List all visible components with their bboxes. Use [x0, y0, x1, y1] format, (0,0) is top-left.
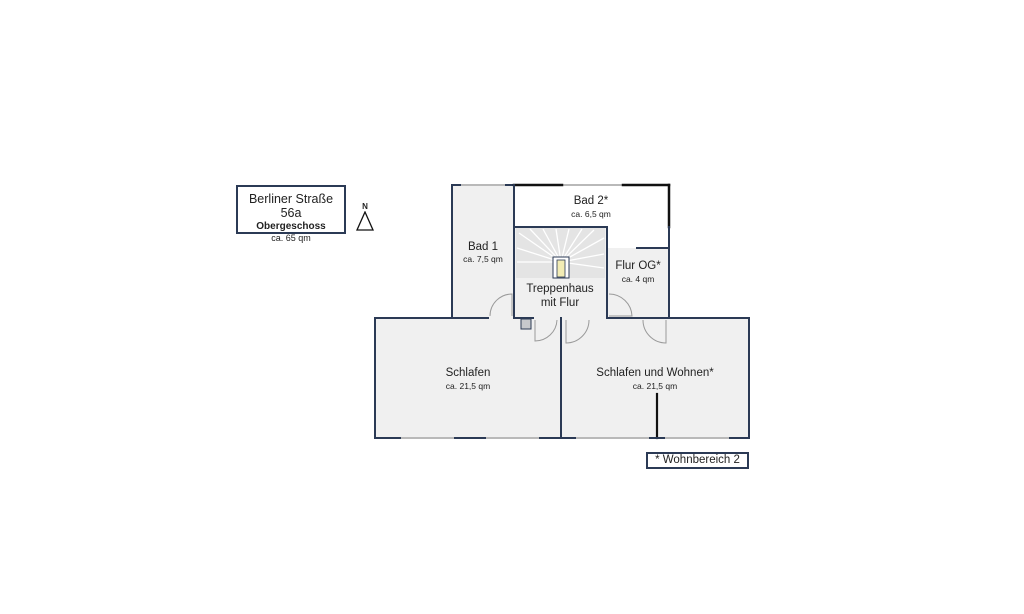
staircase [516, 228, 605, 279]
room-floor-schlafen [375, 318, 561, 438]
chimney [520, 318, 532, 330]
room-floor-bad2 [514, 185, 669, 227]
room-label-bad1: Bad 1 [468, 241, 498, 253]
north-arrow: N [355, 202, 375, 236]
north-triangle-icon [355, 210, 375, 231]
floor-label: Obergeschoss [256, 221, 326, 232]
room-area-bad2: ca. 6,5 qm [571, 209, 611, 219]
property-info-box: Berliner Straße 56a Obergeschoss ca. 65 … [236, 185, 346, 243]
walls [374, 183, 750, 440]
room-area-schlafen: ca. 21,5 qm [446, 381, 490, 391]
north-letter: N [362, 202, 368, 211]
windows [400, 184, 730, 439]
room-label-flur: Flur OG* [615, 260, 661, 272]
room-label-bad2: Bad 2* [574, 195, 609, 207]
room-area-flur: ca. 4 qm [622, 274, 655, 284]
room-area-bad1: ca. 7,5 qm [463, 254, 503, 264]
room-label-treppenhaus-1: Treppenhaus [526, 283, 594, 295]
room-area-schlafen-wohnen: ca. 21,5 qm [633, 381, 677, 391]
room-label-schlafen-wohnen: Schlafen und Wohnen* [596, 367, 714, 379]
room-floor-flur [607, 248, 669, 318]
room-floor-schlafen-wohnen [561, 318, 749, 438]
address-label: Berliner Straße 56a [248, 192, 334, 220]
legend-note: * Wohnbereich 2 [646, 452, 749, 469]
door-swings [489, 293, 667, 344]
room-label-schlafen: Schlafen [446, 367, 491, 379]
total-area-label: ca. 65 qm [271, 233, 311, 243]
room-label-treppenhaus-2: mit Flur [541, 297, 580, 309]
